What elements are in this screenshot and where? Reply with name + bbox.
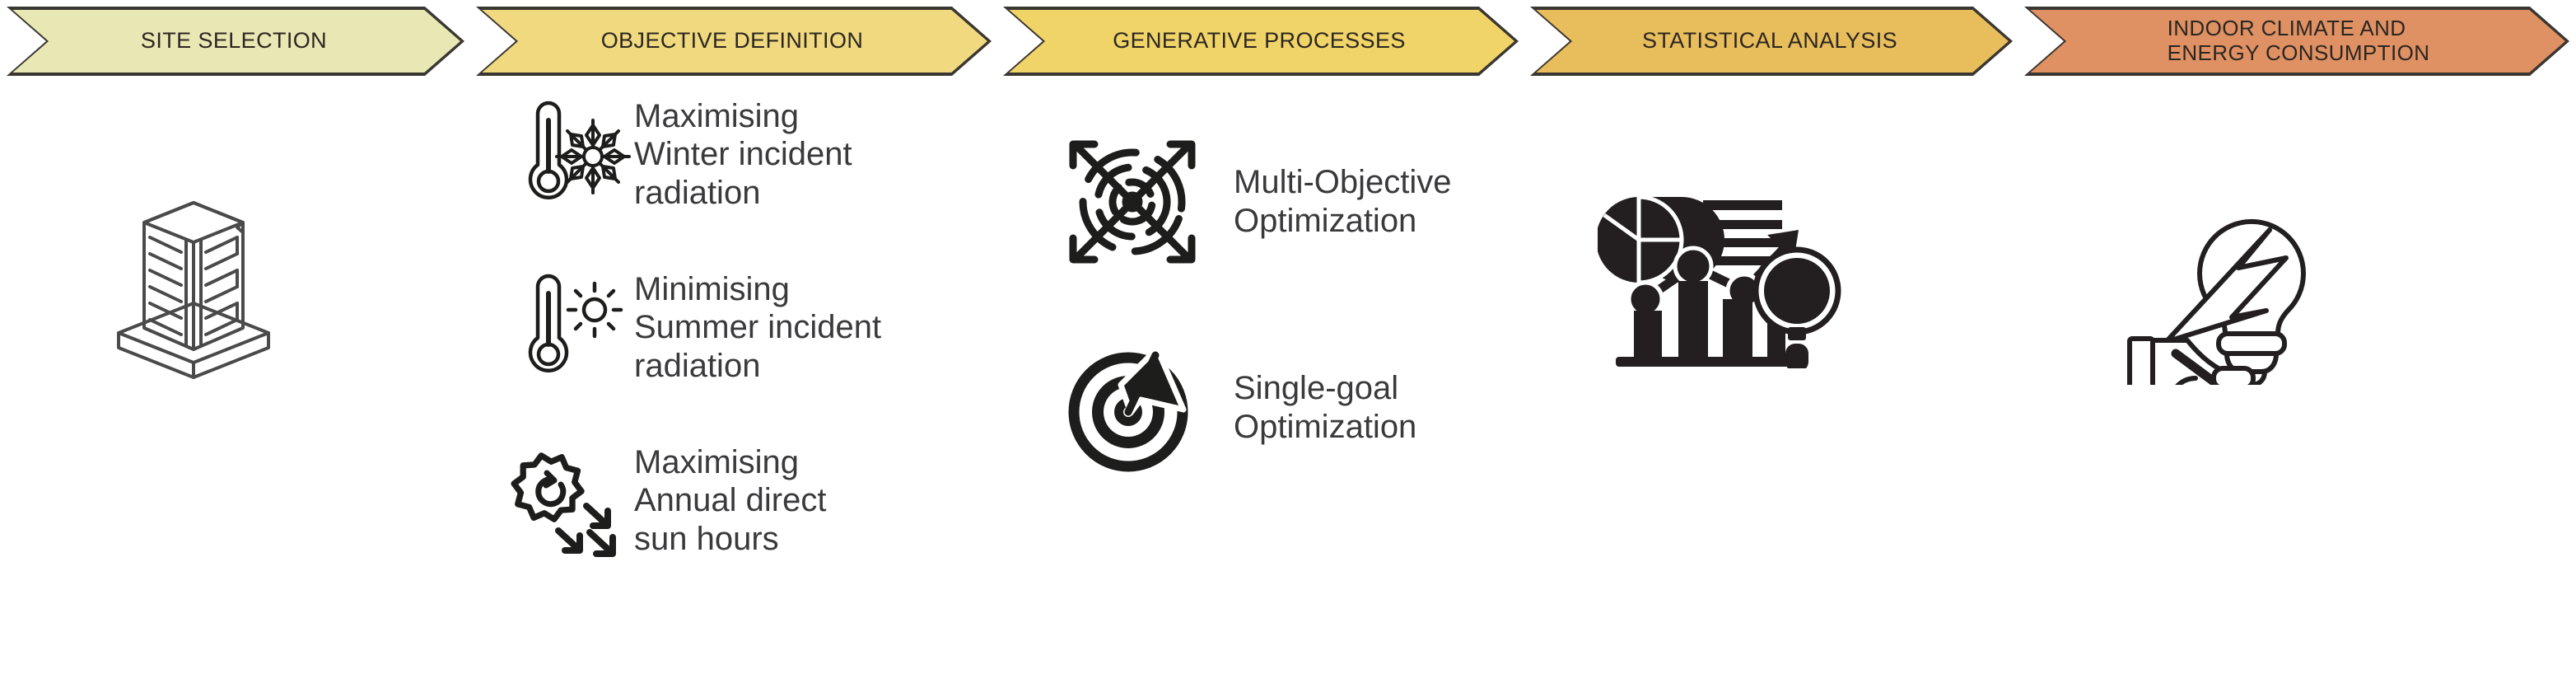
process-stage-label: GENERATIVE PROCESSES [1113, 28, 1406, 54]
analytics-charts-icon [1598, 179, 1878, 368]
objective-item: Maximising Winter incident radiation [511, 96, 1038, 257]
thermometer-sun-icon [511, 269, 634, 377]
generative-method-label: Multi-Objective Optimization [1234, 163, 1452, 239]
sun-hours-arrows-icon [511, 442, 634, 557]
process-flow-banner: SITE SELECTION OBJECTIVE DEFINITION GENE… [0, 7, 2576, 76]
objective-label: Minimising Summer incident radiation [634, 271, 882, 384]
thermometer-snowflake-icon [511, 96, 634, 204]
dart-target-icon [1046, 334, 1219, 482]
objective-definition-content: Maximising Winter incident radiation Min… [511, 96, 1038, 593]
process-stage-generative-processes[interactable]: GENERATIVE PROCESSES [1003, 7, 1519, 76]
process-stage-indoor-climate-energy[interactable]: INDOOR CLIMATE AND ENERGY CONSUMPTION [2024, 7, 2569, 76]
objective-label: Maximising Winter incident radiation [634, 98, 852, 211]
indoor-climate-energy-content [2116, 179, 2429, 385]
process-stage-label: SITE SELECTION [140, 28, 328, 54]
stage-content-area: Maximising Winter incident radiation Min… [0, 76, 2576, 693]
objective-item: Minimising Summer incident radiation [511, 269, 1038, 430]
process-stage-site-selection[interactable]: SITE SELECTION [7, 7, 464, 76]
generative-method-item: Multi-Objective Optimization [1046, 99, 1639, 305]
objective-label: Maximising Annual direct sun hours [634, 444, 827, 557]
hand-holding-energy-bulb-icon [2116, 179, 2429, 385]
isometric-building-icon [99, 183, 445, 381]
process-stage-label: INDOOR CLIMATE AND ENERGY CONSUMPTION [2167, 16, 2430, 65]
process-stage-statistical-analysis[interactable]: STATISTICAL ANALYSIS [1530, 7, 2013, 76]
generative-method-item: Single-goal Optimization [1046, 305, 1639, 511]
statistical-analysis-content [1598, 179, 1878, 368]
objective-item: Maximising Annual direct sun hours [511, 442, 1038, 582]
site-selection-content [99, 183, 445, 381]
generative-method-label: Single-goal Optimization [1234, 369, 1417, 445]
process-stage-label: OBJECTIVE DEFINITION [600, 28, 864, 54]
process-stage-objective-definition[interactable]: OBJECTIVE DEFINITION [476, 7, 992, 76]
multi-target-arrows-icon [1046, 124, 1219, 280]
process-stage-label: STATISTICAL ANALYSIS [1641, 28, 1898, 54]
generative-processes-content: Multi-Objective Optimization Single-goal [1046, 99, 1639, 511]
